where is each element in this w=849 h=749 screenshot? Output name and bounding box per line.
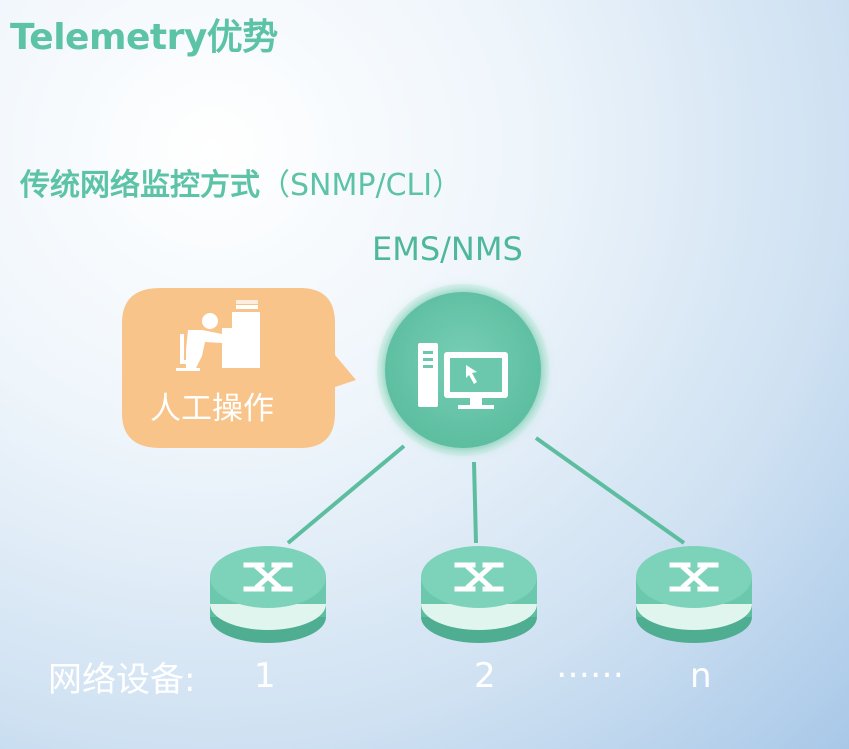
ems-nms-label: EMS/NMS: [372, 230, 523, 268]
network-device-1: [210, 546, 326, 643]
device-number-ellipsis: ……: [556, 646, 624, 686]
link-device-2: [472, 461, 478, 544]
subtitle-main: 传统网络监控方式: [20, 168, 260, 203]
switch-arrows-icon: [669, 562, 719, 592]
device-number-1: 1: [254, 656, 276, 696]
tired-worker-icon: [176, 300, 260, 371]
page-title: Telemetry优势: [10, 17, 278, 58]
switch-arrows-icon: [454, 562, 504, 592]
network-device-2: [421, 546, 537, 643]
link-device-n: [534, 436, 686, 545]
link-device-1: [286, 444, 406, 545]
network-devices-label: 网络设备:: [48, 660, 196, 700]
section-subtitle: 传统网络监控方式（SNMP/CLI）: [20, 160, 462, 204]
switch-arrows-icon: [243, 562, 293, 592]
subtitle-protocols: （SNMP/CLI）: [260, 168, 463, 203]
manual-operation-label: 人工操作: [150, 391, 274, 427]
device-number-n: n: [690, 656, 712, 696]
server-monitor-icon: [418, 343, 508, 409]
ems-nms-node: [377, 284, 549, 456]
device-number-2: 2: [474, 656, 496, 696]
manual-operation-bubble: [122, 288, 356, 448]
network-device-n: [636, 546, 752, 643]
